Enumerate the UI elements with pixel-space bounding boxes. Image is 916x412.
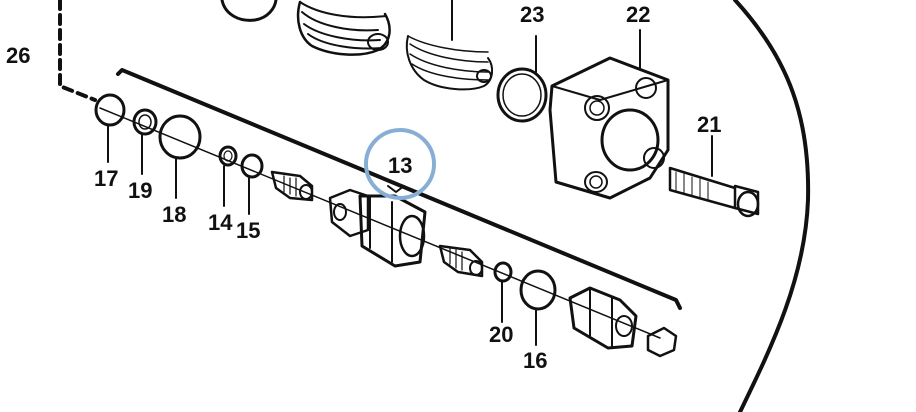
label-17: 17 xyxy=(94,166,118,191)
bolt-21 xyxy=(668,166,760,218)
label-21: 21 xyxy=(697,112,721,137)
label-15: 15 xyxy=(236,218,260,243)
label-26: 26 xyxy=(6,43,30,68)
o-ring-15 xyxy=(240,153,264,179)
label-13: 13 xyxy=(388,153,412,178)
o-ring-19 xyxy=(132,108,158,136)
o-ring-16 xyxy=(519,269,557,311)
label-19: 19 xyxy=(128,178,152,203)
o-ring-20 xyxy=(493,261,513,283)
dashed-leader-26 xyxy=(58,0,97,102)
spool-small xyxy=(270,170,314,202)
o-ring-19-inner xyxy=(138,114,152,130)
spring-large xyxy=(296,0,391,56)
spring-small xyxy=(405,35,494,91)
o-ring-14-inner xyxy=(223,150,233,162)
valve-body xyxy=(328,188,427,268)
label-18: 18 xyxy=(162,202,186,227)
seal-ring-23 xyxy=(496,67,548,123)
seal-ring-23-inner xyxy=(502,73,542,117)
o-ring-14 xyxy=(218,145,238,167)
highlight-circle xyxy=(364,128,436,200)
o-ring-18 xyxy=(158,114,202,160)
partial-ring-top xyxy=(220,0,278,22)
leader-13 xyxy=(387,185,405,193)
o-ring-17 xyxy=(94,93,126,127)
label-20: 20 xyxy=(489,322,513,347)
cartridge-mid xyxy=(438,244,484,278)
housing-outline xyxy=(733,0,811,412)
assembly-bracket xyxy=(116,68,682,310)
cover-block-22 xyxy=(548,56,670,200)
label-23: 23 xyxy=(520,2,544,27)
label-14: 14 xyxy=(208,210,233,235)
assembly-axis xyxy=(99,107,661,339)
end-fitting xyxy=(568,286,678,358)
label-16: 16 xyxy=(523,348,547,373)
label-22: 22 xyxy=(626,2,650,27)
